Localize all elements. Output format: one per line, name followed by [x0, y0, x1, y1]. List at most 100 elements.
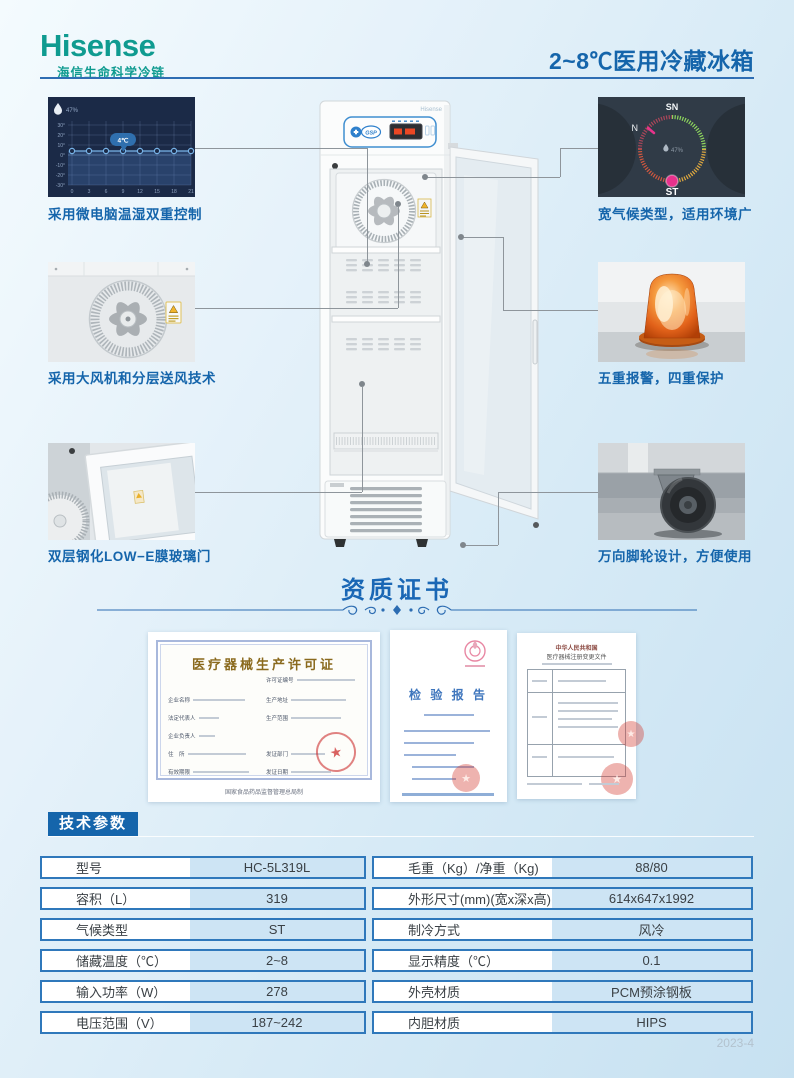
spec-row-shell-material: 外壳材质 PCM预涂钢板	[372, 980, 753, 1003]
beacon-reflection	[646, 349, 698, 359]
door-foot	[533, 522, 539, 528]
svg-text:4℃: 4℃	[118, 137, 130, 145]
brand-tagline: 海信生命科学冷链	[57, 66, 166, 80]
page-title: 2~8℃医用冷藏冰箱	[548, 48, 754, 74]
spec-label: 储藏温度（℃）	[76, 954, 168, 969]
registration-title-line2: 医疗器械注册变更文件	[546, 655, 607, 661]
spec-row-voltage: 电压范围（V） 187~242	[40, 1011, 366, 1034]
svg-text:20°: 20°	[57, 133, 65, 139]
shelf-1	[331, 246, 441, 254]
spec-label: 电压范围（V）	[76, 1016, 163, 1031]
glass-door-image	[48, 443, 195, 540]
text-placeholder	[542, 663, 612, 665]
spec-value: 187~242	[190, 1013, 364, 1032]
fan-image	[48, 262, 195, 362]
svg-text:6: 6	[105, 189, 108, 195]
text-placeholder	[193, 771, 250, 773]
spec-row-input-power: 输入功率（W） 278	[40, 980, 366, 1003]
wire-shelf	[333, 432, 439, 452]
fridge-brand-label: Hisense	[420, 107, 442, 113]
dial-droplet-icon	[663, 144, 669, 152]
red-stamp: ★	[452, 764, 480, 792]
field-label: 住 所	[168, 752, 185, 758]
spec-row-storage-temp: 储藏温度（℃） 2~8	[40, 949, 366, 972]
report-title: 检 验 报 告	[408, 688, 488, 702]
inspection-report-certificate: 检 验 报 告 ★	[390, 630, 507, 802]
spec-value: 614x647x1992	[552, 889, 751, 908]
svg-text:30°: 30°	[57, 123, 65, 129]
caption-caster: 万向脚轮设计，方便使用	[598, 549, 752, 564]
registration-change-certificate: 中华人民共和国 医疗器械注册变更文件 ★ ★	[517, 633, 644, 799]
x-axis-labels: 0 3 6 9 12 15 18 21	[71, 189, 194, 195]
chart-area-fill	[68, 151, 191, 185]
dial-label-st: ST	[666, 187, 679, 197]
field-label: 许可证编号	[266, 678, 294, 684]
compressor-grille	[324, 480, 447, 538]
header-divider	[40, 77, 754, 79]
svg-text:18: 18	[171, 189, 177, 195]
text-placeholder	[296, 679, 355, 681]
door-handle	[532, 319, 538, 365]
spec-value: 278	[190, 982, 364, 1001]
license-title: 医疗器械生产许可证	[191, 657, 336, 672]
humidity-droplet-icon	[54, 103, 62, 115]
humidity-value: 47%	[66, 108, 79, 114]
caster-background	[598, 443, 745, 473]
panel-strip	[48, 262, 195, 276]
spec-label: 容积（L）	[76, 892, 136, 907]
climate-dial-image: SN N ST 47%	[598, 97, 745, 197]
text-placeholder	[412, 766, 474, 768]
caster-wheel	[660, 477, 716, 533]
svg-text:-30°: -30°	[56, 183, 65, 189]
control-panel: GSP	[343, 116, 437, 148]
refrigerator-illustration: Hisense GSP	[319, 100, 539, 547]
spec-value: ST	[190, 920, 364, 939]
spec-label: 内胆材质	[408, 1016, 461, 1031]
svg-text:0°: 0°	[60, 153, 65, 159]
panel-label-dashes	[392, 120, 419, 122]
text-placeholder	[527, 783, 582, 785]
specs-underline	[48, 836, 754, 837]
specs-section-title: 技术参数	[48, 812, 139, 836]
red-stamp: ★	[618, 721, 644, 747]
spec-row-climate: 气候类型 ST	[40, 918, 366, 941]
spec-row-model: 型号 HC-5L319L	[40, 856, 366, 879]
spec-row-volume: 容积（L） 319	[40, 887, 366, 910]
alarm-beacon-image	[598, 262, 745, 362]
svg-text:-10°: -10°	[56, 163, 65, 169]
license-issuer: 国家食品药品监督管理总局制	[224, 790, 303, 796]
svg-text:15: 15	[154, 189, 160, 195]
license-border	[156, 640, 372, 780]
text-placeholder	[412, 778, 456, 780]
text-placeholder	[193, 699, 246, 701]
caster-wheel-image	[598, 443, 745, 540]
dial-st-marker	[665, 174, 679, 188]
svg-text:12: 12	[137, 189, 143, 195]
spec-label: 型号	[76, 861, 103, 876]
spec-row-weight: 毛重（Kg）/净重（Kg) 88/80	[372, 856, 753, 879]
caption-temp-control: 采用微电脑温湿双重控制	[48, 207, 202, 222]
vent-band-b	[346, 291, 421, 304]
spec-row-display-precision: 显示精度（℃） 0.1	[372, 949, 753, 972]
text-placeholder	[402, 793, 494, 796]
specs-table-right: 毛重（Kg）/净重（Kg) 88/80 外形尺寸(mm)(宽x深x高) 614x…	[372, 856, 753, 1042]
svg-text:21: 21	[188, 189, 194, 195]
vent-band-c	[346, 338, 421, 351]
text-placeholder	[291, 753, 326, 755]
field-label: 生产范围	[266, 716, 289, 722]
spec-value: PCM预涂钢板	[552, 982, 751, 1001]
svg-text:0: 0	[71, 189, 74, 195]
spec-value: 2~8	[190, 951, 364, 970]
text-placeholder	[404, 754, 456, 756]
foot-right	[416, 539, 428, 547]
field-label: 法定代表人	[168, 716, 196, 722]
foot-left	[334, 539, 346, 547]
svg-text:3: 3	[88, 189, 91, 195]
shelf-2	[331, 315, 441, 323]
dial-humidity: 47%	[671, 148, 684, 154]
report-emblem	[464, 640, 486, 667]
svg-text:9: 9	[122, 189, 125, 195]
svg-text:-20°: -20°	[56, 173, 65, 179]
spec-value: 319	[190, 889, 364, 908]
